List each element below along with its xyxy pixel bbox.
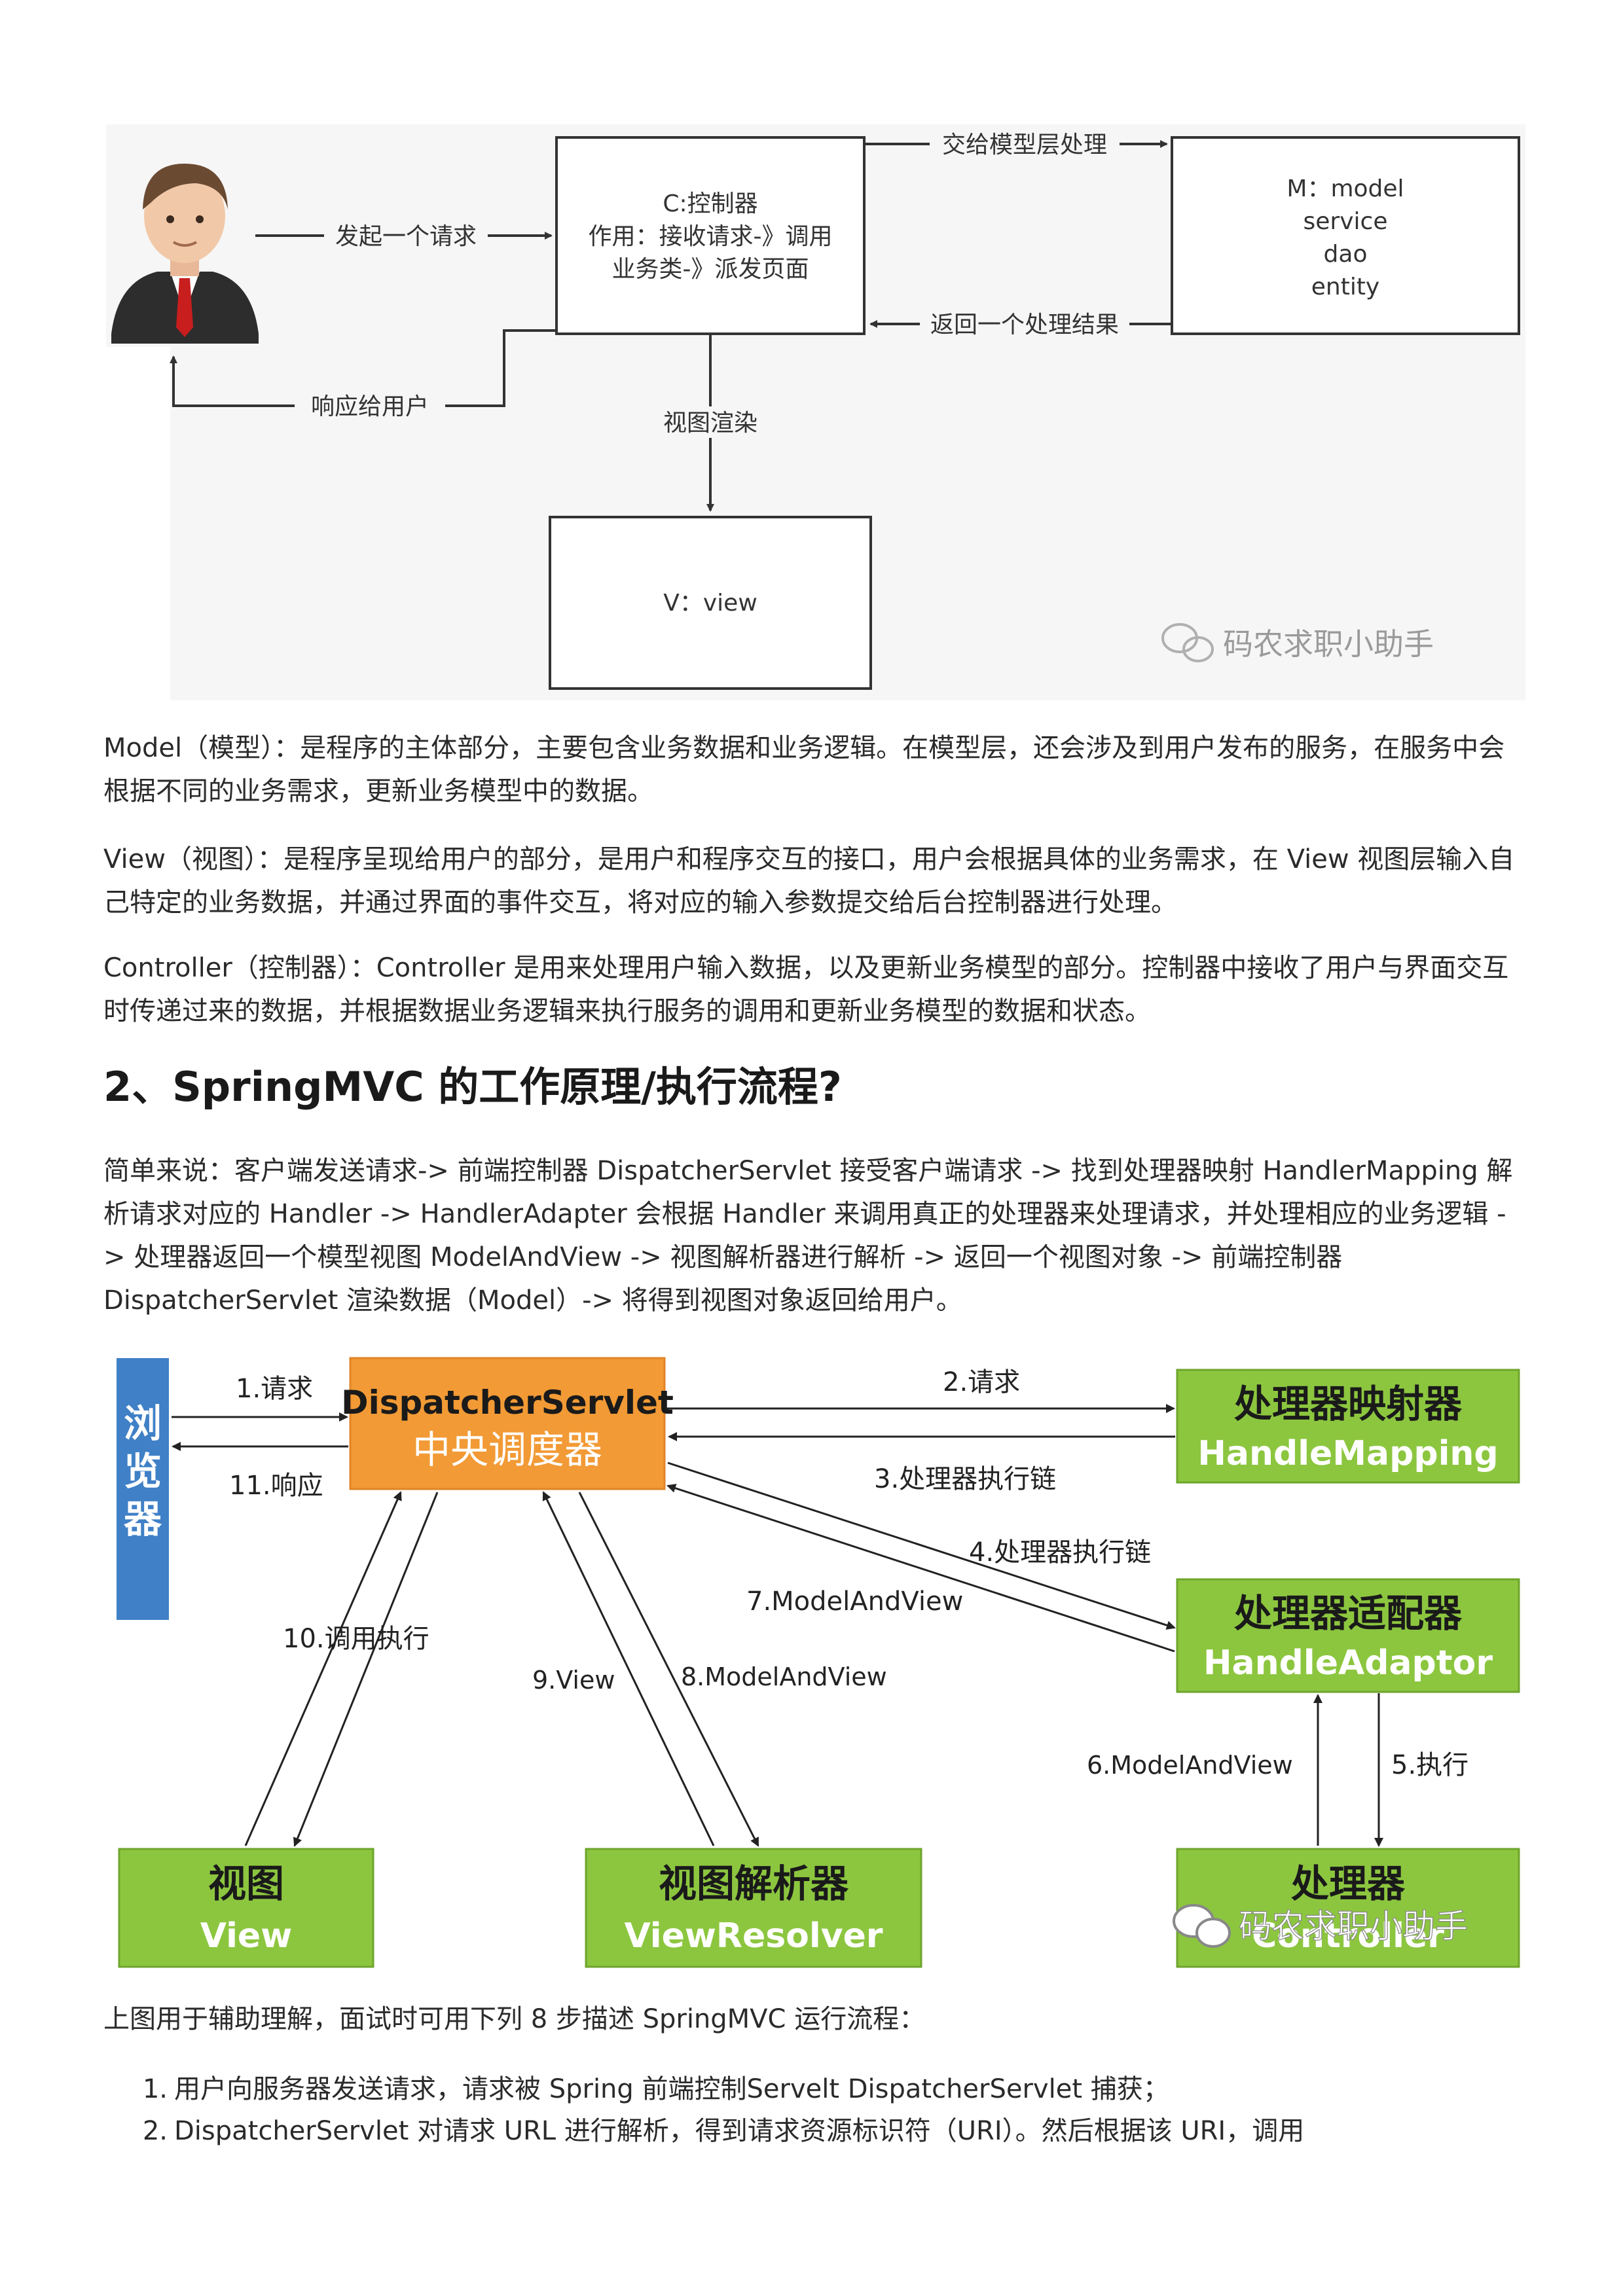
browser-char-2: 览: [124, 1449, 162, 1494]
label-8: 8.ModelAndView: [681, 1662, 887, 1691]
model-line-1: M：model: [1286, 175, 1404, 202]
arrow-10-up: [244, 1491, 402, 1846]
handler-box: [1176, 1848, 1520, 1968]
view-node-subtitle: View: [200, 1916, 292, 1956]
label-11: 11.响应: [229, 1471, 323, 1501]
arrow-9: [542, 1491, 715, 1846]
response-label: 响应给用户: [311, 393, 429, 420]
model-box: [1171, 136, 1520, 335]
resolver-box: [585, 1848, 922, 1968]
step-number: 2.: [142, 2116, 168, 2146]
handler-subtitle: Controller: [1252, 1916, 1444, 1956]
label-7: 7.ModelAndView: [746, 1587, 963, 1617]
mapping-title: 处理器映射器: [1234, 1382, 1463, 1426]
dispatcher-subtitle: 中央调度器: [412, 1427, 602, 1472]
render-label: 视图渲染: [663, 410, 757, 437]
view-box: [549, 516, 872, 690]
mapping-box: [1176, 1369, 1520, 1484]
model-line-3: dao: [1324, 241, 1368, 268]
label-9: 9.View: [532, 1666, 615, 1695]
label-2: 2.请求: [943, 1367, 1020, 1397]
dispatcher-title: DispatcherServlet: [341, 1384, 674, 1422]
label-3: 3.处理器执行链: [874, 1464, 1056, 1494]
model-line-2: service: [1304, 208, 1388, 235]
springmvc-flow-diagram: 浏 览 器 DispatcherServlet 中央调度器 处理器映射器 Han…: [111, 1345, 1525, 1986]
summary-paragraph: 简单来说：客户端发送请求-> 前端控制器 DispatcherServlet 接…: [103, 1156, 1513, 1316]
label-10: 10.调用执行: [283, 1624, 429, 1654]
watermark-text: 码农求职小助手: [1223, 626, 1434, 662]
arrow-10-down: [293, 1492, 439, 1847]
browser-char-1: 浏: [124, 1401, 162, 1446]
step-number: 1.: [142, 2074, 168, 2104]
browser-char-3: 器: [124, 1497, 162, 1541]
controller-box: [555, 136, 866, 335]
resolver-subtitle: ViewResolver: [624, 1916, 883, 1956]
arrow-4: [667, 1462, 1176, 1630]
label-6: 6.ModelAndView: [1087, 1751, 1293, 1780]
response-arrow: [170, 329, 556, 407]
controller-line3: 业务类-》派发页面: [612, 256, 809, 283]
controller-paragraph: Controller（控制器）：Controller 是用来处理用户输入数据，以…: [103, 953, 1509, 1026]
user-avatar-icon: [106, 124, 259, 347]
request-label: 发起一个请求: [335, 223, 477, 250]
step-text: DispatcherServlet 对请求 URL 进行解析，得到请求资源标识符…: [174, 2116, 1305, 2146]
model-paragraph: Model（模型）：是程序的主体部分，主要包含业务数据和业务逻辑。在模型层，还会…: [103, 733, 1505, 806]
dispatcher-box: [349, 1357, 666, 1490]
view-node-title: 视图: [208, 1861, 284, 1906]
mvc-diagram: C:控制器 作用：接收请求-》调用 业务类-》派发页面 M：model serv…: [98, 118, 1525, 707]
wechat-watermark-icon: [1173, 1904, 1231, 1948]
adaptor-subtitle: HandleAdaptor: [1203, 1643, 1493, 1683]
adaptor-box: [1176, 1578, 1520, 1693]
adaptor-title: 处理器适配器: [1234, 1591, 1463, 1636]
wechat-watermark-icon: [1161, 623, 1214, 662]
handler-title: 处理器: [1291, 1861, 1406, 1906]
browser-box: [117, 1358, 169, 1620]
arrow-8: [578, 1492, 759, 1847]
return-label: 返回一个处理结果: [930, 312, 1119, 338]
model-line-4: entity: [1311, 274, 1380, 300]
controller-line2: 作用：接收请求-》调用: [589, 223, 833, 250]
mapping-subtitle: HandleMapping: [1197, 1434, 1498, 1473]
list-item: 1. 用户向服务器发送请求，请求被 Spring 前端控制Servelt Dis…: [103, 2068, 1544, 2110]
label-1: 1.请求: [236, 1374, 313, 1404]
resolver-title: 视图解析器: [659, 1861, 849, 1906]
view-paragraph: View（视图）：是程序呈现给用户的部分，是用户和程序交互的接口，用户会根据具体…: [103, 844, 1515, 918]
steps-intro: 上图用于辅助理解，面试时可用下列 8 步描述 SpringMVC 运行流程：: [103, 2004, 926, 2034]
watermark-text: 码农求职小助手: [1239, 1907, 1468, 1945]
view-box-label: V：view: [663, 590, 757, 617]
step-text: 用户向服务器发送请求，请求被 Spring 前端控制Servelt Dispat…: [174, 2074, 1169, 2104]
to-model-label: 交给模型层处理: [942, 132, 1107, 158]
label-4: 4.处理器执行链: [969, 1537, 1151, 1568]
section-heading: 2、SpringMVC 的工作原理/执行流程?: [103, 1063, 842, 1111]
label-5: 5.执行: [1391, 1750, 1468, 1780]
steps-list: 1. 用户向服务器发送请求，请求被 Spring 前端控制Servelt Dis…: [103, 2068, 1544, 2152]
view-node-box: [118, 1848, 374, 1968]
controller-title: C:控制器: [663, 190, 757, 217]
arrow-7: [666, 1484, 1175, 1653]
list-item: 2. DispatcherServlet 对请求 URL 进行解析，得到请求资源…: [103, 2110, 1544, 2152]
